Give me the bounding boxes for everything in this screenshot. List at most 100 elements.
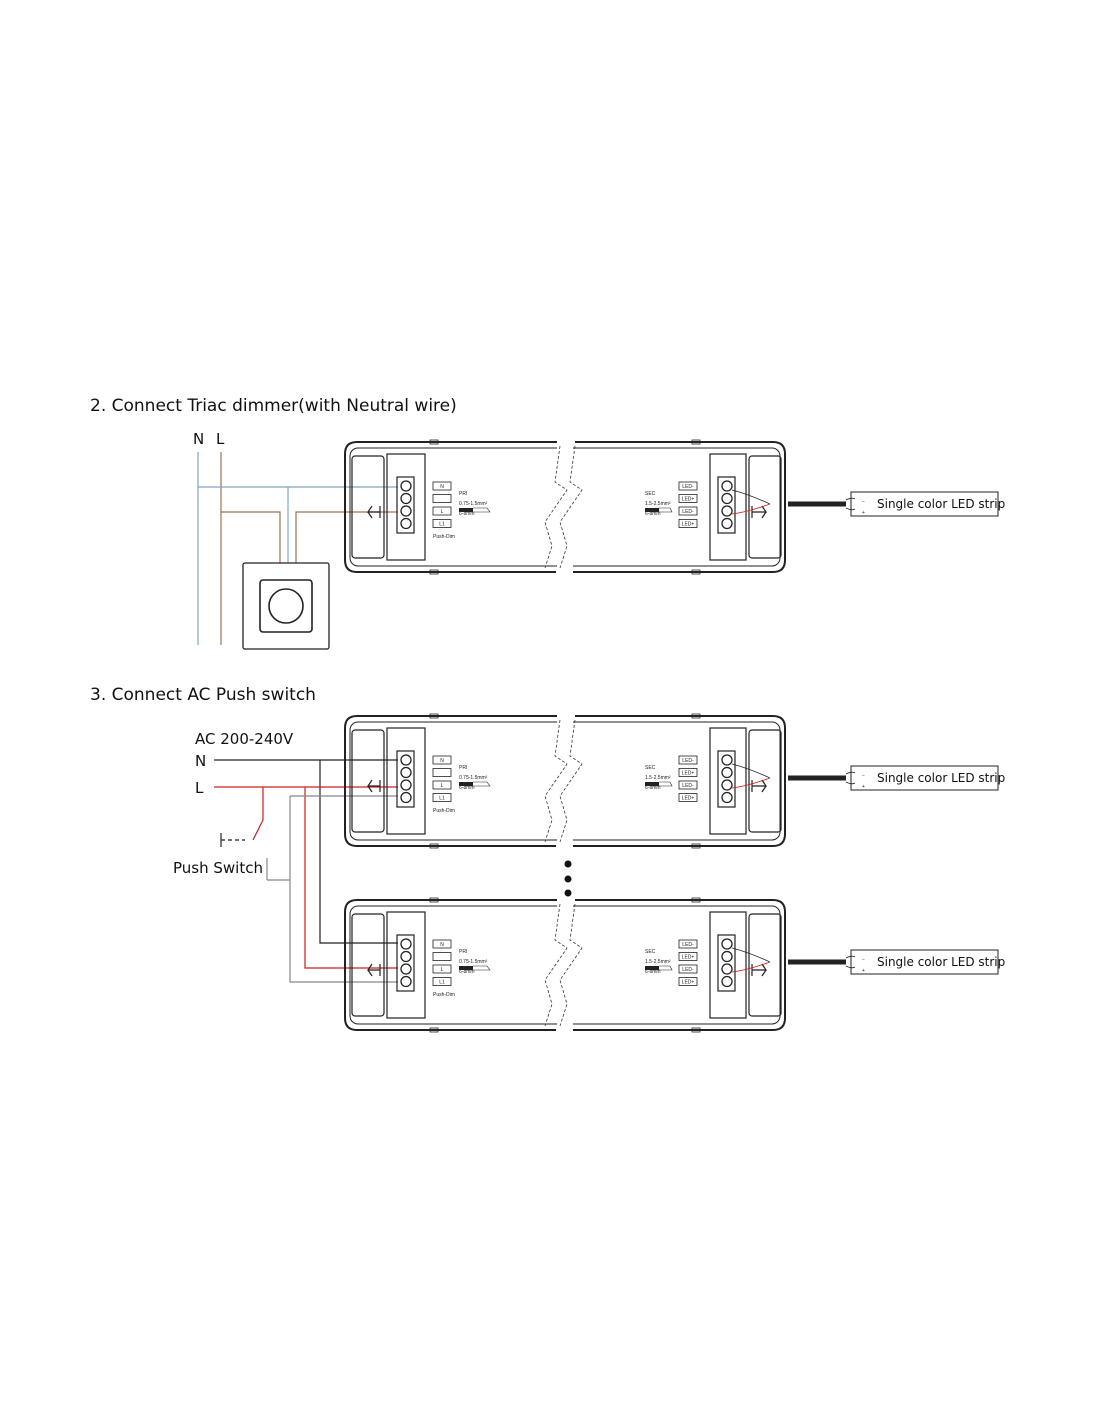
n-label-ac: N (195, 752, 206, 770)
output-wire-outline (659, 507, 673, 513)
right-screw-frame (717, 934, 736, 992)
driver-body-left (344, 899, 560, 1031)
mount-tab (691, 439, 701, 445)
input-terminal-label: L (441, 509, 444, 515)
input-terminal-box (432, 780, 452, 790)
left-end-cap (351, 913, 385, 1017)
section-2-title: 2. Connect Triac dimmer(with Neutral wir… (90, 396, 457, 416)
driver-body-right (558, 899, 786, 1031)
strip-minus: − (862, 957, 865, 963)
right-end-cap (748, 455, 782, 559)
output-wire-icon (645, 782, 659, 786)
output-terminal-label: LED+ (682, 955, 695, 961)
output-terminal-label: LED+ (682, 522, 695, 528)
output-terminal-box (678, 768, 698, 777)
input-spec-text: 0.75-1.5mm² (459, 775, 488, 781)
input-note: Push-Dim (433, 808, 455, 814)
terminal-screw (400, 480, 412, 492)
output-wire-red (731, 503, 771, 515)
wire-strip-icon (459, 966, 473, 970)
driver-body-right (558, 441, 786, 573)
left-end-cap (351, 455, 385, 559)
output-terminal-label: LED+ (682, 980, 695, 986)
output-spec-text: 6-8mm (645, 511, 661, 517)
output-terminal-box (678, 494, 698, 503)
input-terminal-box (432, 952, 452, 961)
push-switch-label: Push Switch (173, 859, 263, 877)
output-terminal-label: LED+ (682, 771, 695, 777)
ac-voltage-label: AC 200-240V (195, 730, 294, 748)
input-spec-text: 6-8mm (459, 969, 475, 975)
input-note: Push-Dim (433, 992, 455, 998)
output-terminal-label: LED- (682, 942, 694, 948)
right-terminal-block (709, 453, 747, 561)
mount-tab (429, 713, 439, 719)
output-wire (731, 489, 771, 505)
mount-tab (691, 713, 701, 719)
mount-tab (691, 569, 701, 575)
break-line-right (559, 719, 583, 843)
output-terminal-box (678, 793, 698, 802)
terminal-screw (721, 963, 733, 975)
driver-break-gap (557, 439, 573, 575)
terminal-screw (400, 754, 412, 766)
input-spec-text: PRI (459, 491, 467, 497)
input-terminal-box (432, 494, 452, 503)
output-wire-red (731, 961, 771, 973)
input-terminal-box (432, 939, 452, 949)
n-label-top: N (193, 430, 204, 448)
input-terminal-box (432, 768, 452, 777)
output-wire (731, 947, 771, 963)
input-terminal-label: L1 (439, 980, 445, 986)
right-terminal-block (709, 911, 747, 1019)
output-wire-red (731, 777, 771, 789)
triac-dimmer (242, 562, 330, 650)
input-terminal-box (432, 755, 452, 765)
output-wire-outline (659, 781, 673, 787)
wire-strip-outline (473, 781, 491, 787)
mount-tab (429, 1027, 439, 1033)
driver-unit: NLL1PRI0.75-1.5mm²6-8mmPush-DimSEC1.5-2.… (344, 897, 1005, 1033)
output-arrow-icon (751, 779, 768, 793)
strip-connector-icon (845, 771, 856, 785)
input-terminal-box (432, 964, 452, 974)
output-spec-text: SEC (645, 765, 656, 771)
terminal-screw (400, 779, 412, 791)
input-arrow-icon (366, 963, 381, 977)
output-spec-text: 1.5-2.5mm² (645, 775, 671, 781)
input-arrow-icon (366, 505, 381, 519)
terminal-screw (400, 963, 412, 975)
input-note: Push-Dim (433, 534, 455, 540)
output-terminal-label: LED- (682, 509, 694, 515)
terminal-screw (721, 492, 733, 505)
terminal-screw (721, 779, 733, 791)
output-spec-text: 1.5-2.5mm² (645, 501, 671, 507)
output-spec-text: 6-8mm (645, 969, 661, 975)
left-terminal-block (386, 453, 426, 561)
terminal-screw (721, 791, 733, 804)
terminal-screw (400, 766, 412, 779)
output-terminal-box (678, 952, 698, 961)
strip-plus: + (862, 510, 865, 516)
right-terminal-block (709, 727, 747, 835)
strip-plus: + (862, 784, 865, 790)
wire-strip-icon (459, 782, 473, 786)
driver-unit: NLL1PRI0.75-1.5mm²6-8mmPush-DimSEC1.5-2.… (344, 439, 1005, 575)
led-strip-box (850, 491, 999, 517)
strip-connector-icon (845, 955, 856, 969)
output-terminal-box (678, 519, 698, 528)
driver-break-gap (557, 897, 573, 1033)
driver-break-gap (557, 713, 573, 849)
input-terminal-label: N (440, 942, 444, 948)
input-terminal-label: L (441, 967, 444, 973)
terminal-screw (721, 975, 733, 988)
strip-minus: − (862, 773, 865, 779)
left-screw-frame (396, 476, 415, 534)
output-terminal-box (678, 506, 698, 516)
l-label-top: L (216, 430, 225, 448)
input-terminal-box (432, 793, 452, 802)
output-wire (731, 763, 771, 779)
mount-tab (429, 897, 439, 903)
output-terminal-box (678, 939, 698, 949)
terminal-screw (721, 517, 733, 530)
